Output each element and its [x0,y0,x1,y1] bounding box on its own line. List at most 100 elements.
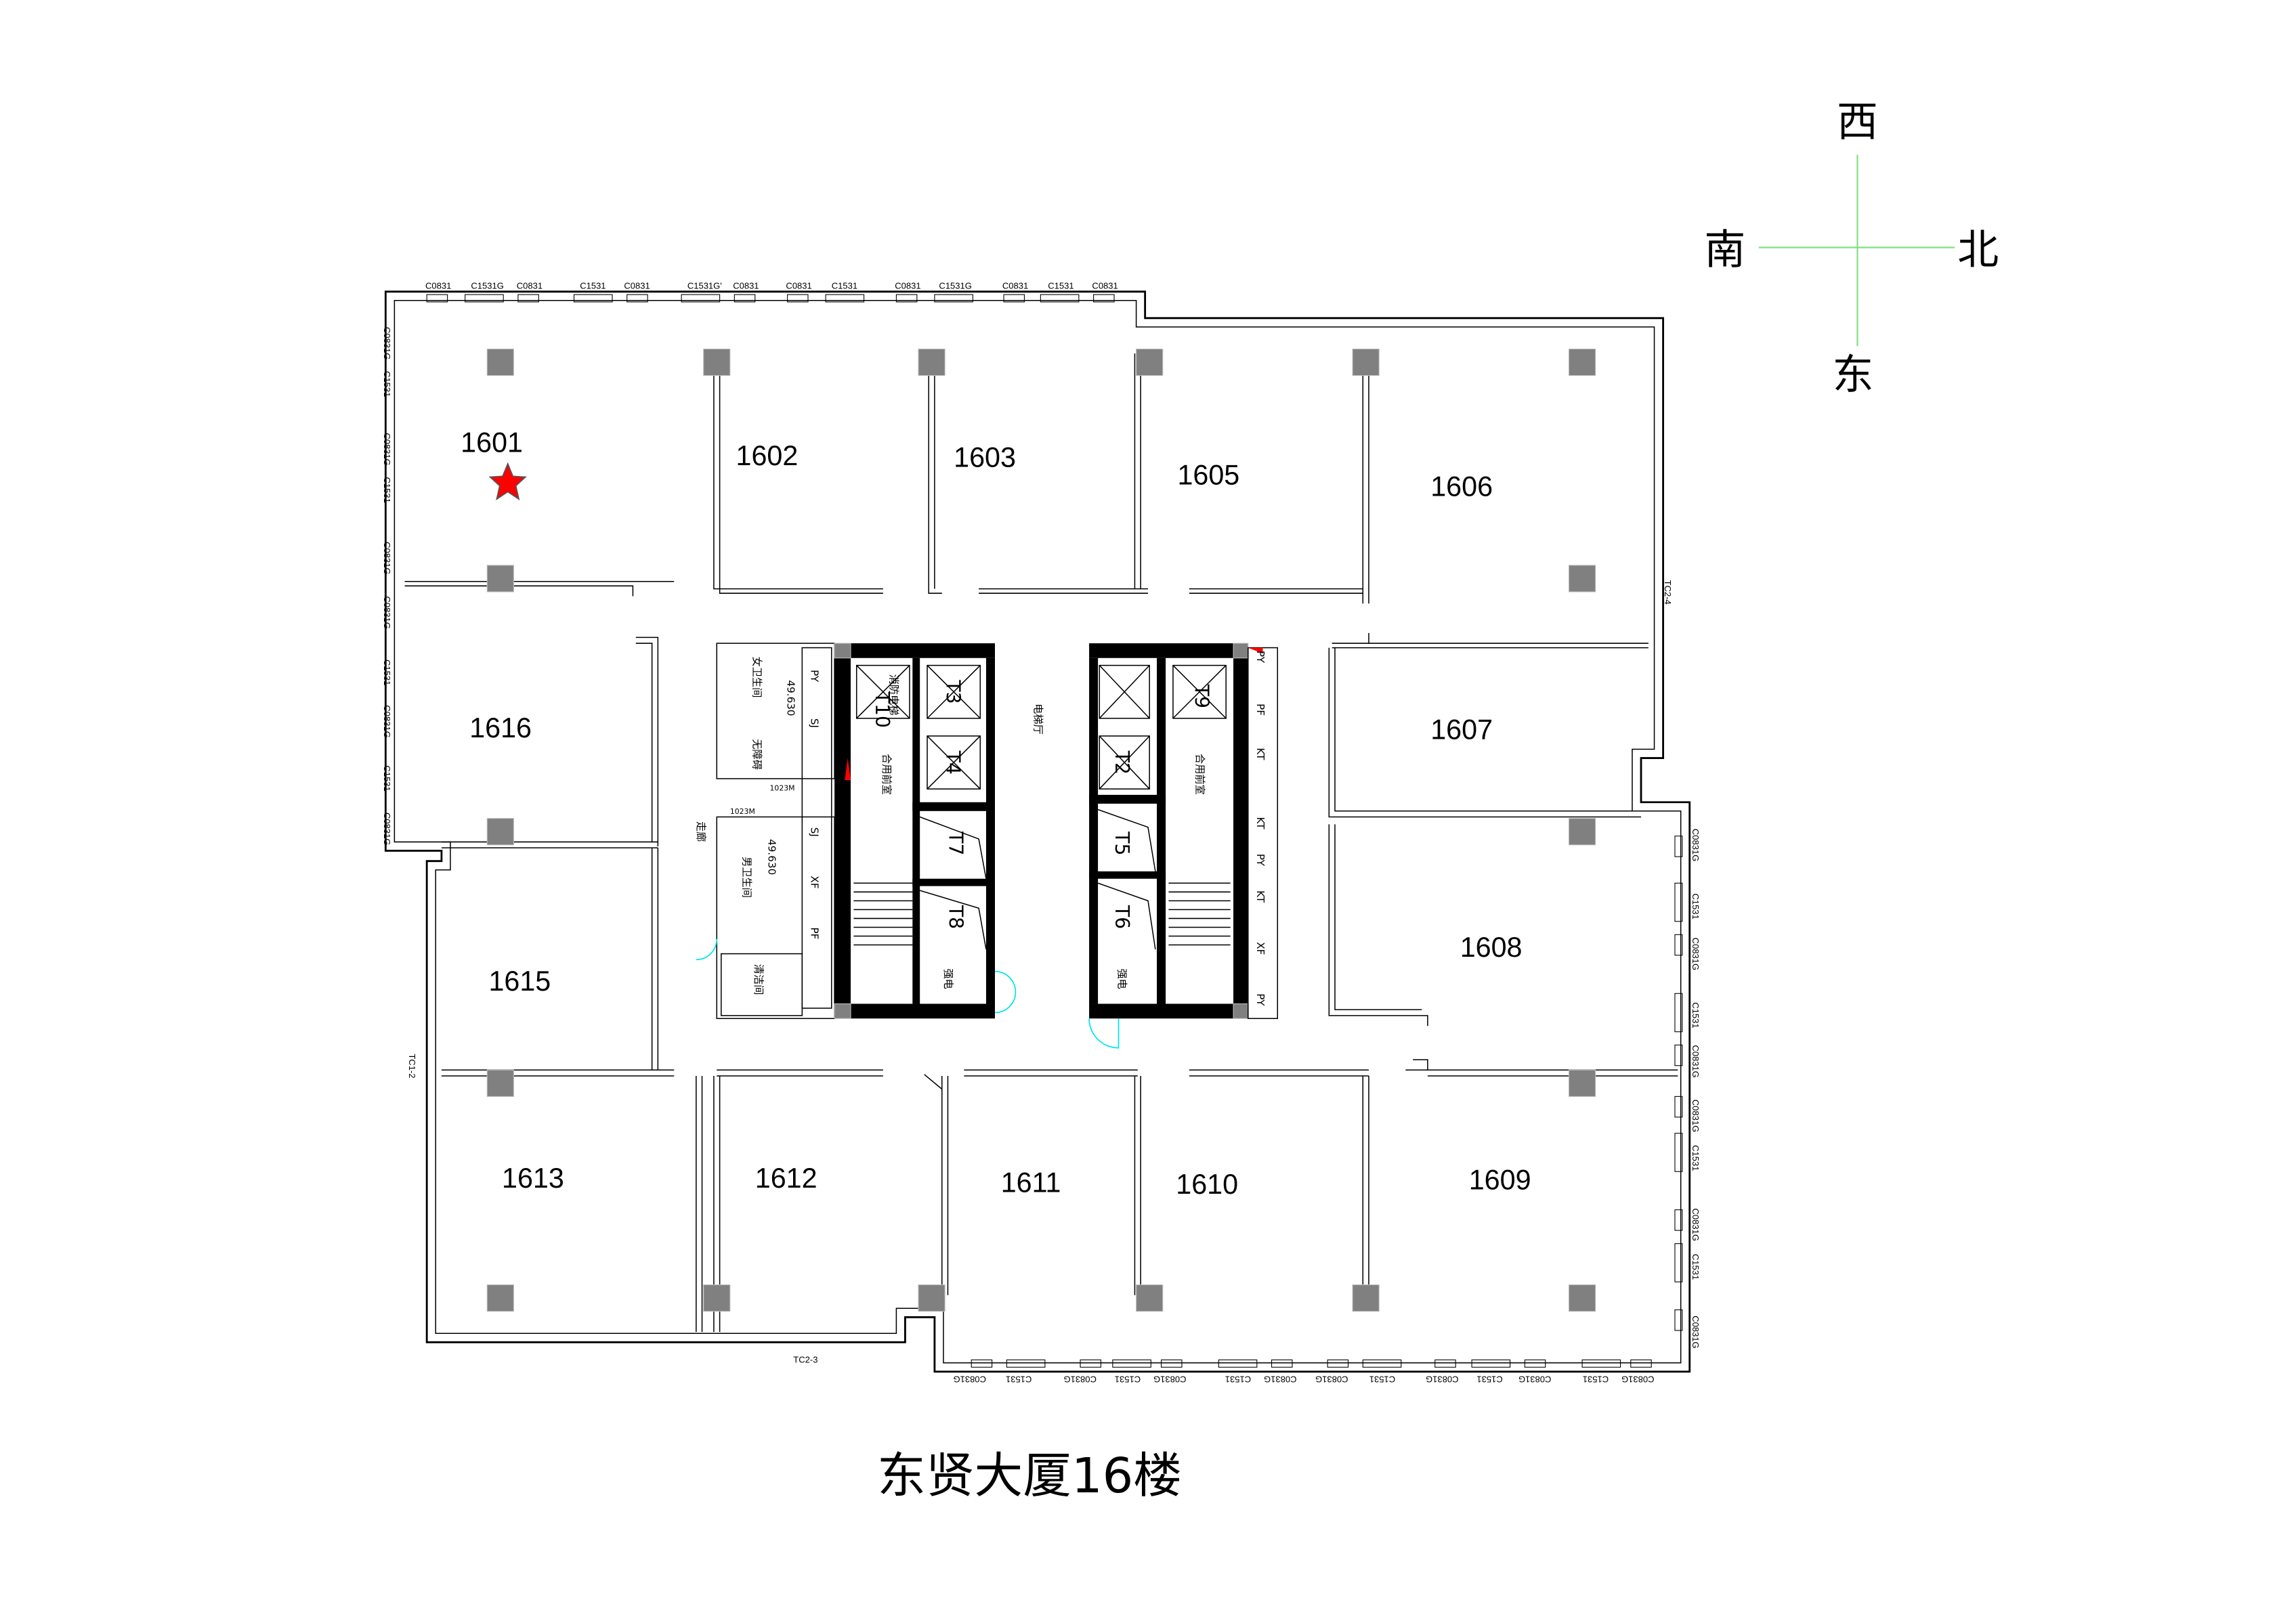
star-icon [488,462,527,501]
shaft-label: PY [1254,854,1267,867]
elevator-label: T2 [1111,750,1133,775]
shaft-label: PF [1254,704,1267,716]
room-1609[interactable]: 1609 [1469,1164,1531,1195]
elevation-label: 49.630 [785,680,797,716]
electric-room-label: 强电 [942,968,954,989]
shaft-label: SJ [808,718,820,728]
windows-left: C0831G C1531 C0831G C1531 C0831G C0831G … [382,327,392,846]
room-1606[interactable]: 1606 [1430,471,1493,502]
elevator-label: T5 [1111,831,1133,855]
male-wc-label: 男卫生间 [740,857,752,898]
svg-text:C0831: C0831 [425,280,451,290]
svg-text:C0831G: C0831G [382,813,392,845]
fire-elevator-label: 消防电梯 [888,674,900,716]
room-1610[interactable]: 1610 [1176,1169,1238,1200]
room-labels: 1601 1602 1603 1605 1606 1616 1607 1615 … [461,427,1531,1200]
windows-top: C0831 C1531G C0831 C1531 C0831 C1531G' C083… [425,280,1118,303]
female-wc-label: 女卫生间 [751,657,763,698]
shaft-label: PF [808,927,820,939]
shaft-label: PY [1254,651,1267,664]
svg-text:C0831G: C0831G [1315,1374,1348,1384]
svg-text:C0831: C0831 [733,280,759,290]
svg-text:C1531: C1531 [580,280,605,290]
core-right: T9 T2 T5 T6 PY PF KT KT PY KT XF PY 合用前室… [1088,643,1278,1049]
front-room-label: 合用前室 [880,754,893,795]
svg-text:C0831G: C0831G [1691,1100,1701,1132]
svg-text:C0831G: C0831G [1153,1374,1186,1384]
room-1601[interactable]: 1601 [461,427,523,458]
front-room-label: 合用前室 [1194,754,1206,795]
svg-text:C1531: C1531 [1225,1374,1251,1384]
elevator-label: T6 [1111,905,1133,929]
svg-text:C0831G: C0831G [382,542,392,574]
elevator-label: T3 [941,679,964,704]
exterior-walls [384,290,1691,1373]
svg-text:C1531G': C1531G' [687,280,722,290]
svg-text:C0831G: C0831G [1691,1316,1701,1348]
curtain-wall-label: TC2-3 [793,1355,817,1365]
elevator-label: T10 [871,691,893,728]
lobby-label: 电梯厅 [1032,704,1044,735]
room-1613[interactable]: 1613 [502,1163,564,1194]
door-code-label: 1023M [730,807,755,816]
elevator-label: T4 [941,750,964,775]
svg-text:C1531: C1531 [382,765,392,791]
elevator-label: T8 [945,905,967,929]
svg-text:C0831G: C0831G [1518,1374,1551,1384]
svg-text:C0831: C0831 [517,280,543,290]
shaft-label: PY [808,670,820,683]
room-1607[interactable]: 1607 [1430,714,1493,745]
windows-bottom: C0831G C1531 C0831G C1531 C0831G C1531 C… [953,1359,1655,1384]
svg-text:C0831G: C0831G [1691,829,1701,861]
compass-west: 西 [1837,98,1878,146]
svg-text:C1531G: C1531G [471,280,503,290]
shaft-label: KT [1254,817,1267,829]
door-code-label: 1023M [770,783,795,792]
svg-text:C1531: C1531 [1048,280,1073,290]
room-1602[interactable]: 1602 [736,440,799,471]
room-1611[interactable]: 1611 [1001,1167,1061,1198]
compass-north: 北 [1957,226,1999,274]
svg-text:C0831G: C0831G [1691,1209,1701,1241]
cleaning-room-label: 清洁间 [752,964,765,995]
columns [486,348,1596,1312]
elevation-label: 49.630 [765,839,778,875]
shaft-label: KT [1254,748,1267,760]
svg-text:C1531: C1531 [1006,1374,1032,1384]
room-1616[interactable]: 1616 [469,712,532,743]
shaft-label: SJ [808,827,820,837]
svg-text:C0831G: C0831G [1264,1374,1296,1384]
room-1605[interactable]: 1605 [1177,459,1239,490]
svg-text:C0831G: C0831G [382,433,392,465]
room-1603[interactable]: 1603 [954,441,1016,473]
room-1615[interactable]: 1615 [488,966,551,997]
compass: 西 南 北 东 [1704,98,1999,399]
svg-text:C0831G: C0831G [1426,1374,1458,1384]
svg-text:C0831G: C0831G [382,597,392,629]
elevator-label: T7 [945,831,967,855]
svg-text:C1531G: C1531G [939,280,971,290]
shaft-label: XF [808,875,820,888]
svg-text:C0831: C0831 [786,280,811,290]
corridor-label: 走廊 [695,821,707,842]
svg-text:C1531: C1531 [382,371,392,397]
svg-text:C0831G: C0831G [1691,938,1701,970]
shaft-label: XF [1254,942,1267,955]
svg-text:C1531: C1531 [1369,1374,1395,1384]
svg-text:C0831G: C0831G [1063,1374,1096,1384]
shaft-label: PY [1254,993,1267,1006]
svg-text:C1531: C1531 [382,660,392,685]
svg-text:C0831: C0831 [895,280,920,290]
svg-text:C1531: C1531 [1691,1254,1701,1280]
compass-south: 南 [1704,226,1745,274]
core-left: T10 T3 T4 T7 T8 PY SJ SJ XF PF 消防电梯 合用前室… [695,643,1044,1019]
svg-text:C0831: C0831 [1002,280,1028,290]
compass-east: 东 [1832,351,1873,399]
svg-text:C1531: C1531 [1583,1374,1609,1384]
svg-text:C1531: C1531 [382,477,392,503]
room-1608[interactable]: 1608 [1460,932,1523,963]
svg-text:C1531: C1531 [1691,1002,1701,1028]
room-1612[interactable]: 1612 [755,1163,817,1194]
svg-text:C1531: C1531 [1476,1374,1502,1384]
svg-text:C0831G: C0831G [1691,1045,1701,1077]
